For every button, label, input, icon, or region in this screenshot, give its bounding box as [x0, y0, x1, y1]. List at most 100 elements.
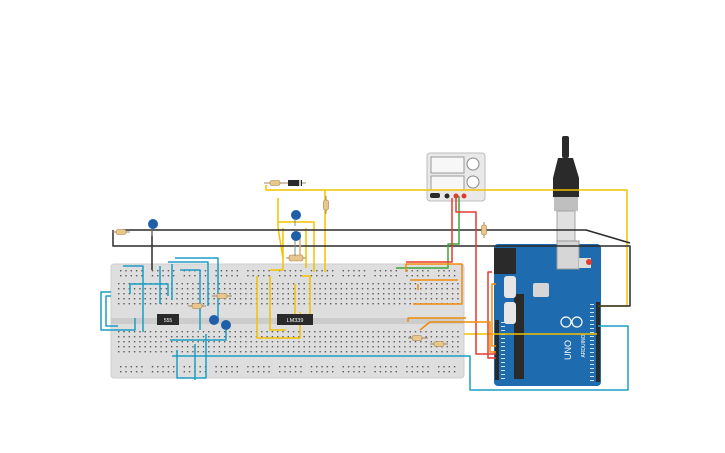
breadboard-hole[interactable]	[451, 331, 454, 333]
breadboard-hole[interactable]	[446, 351, 448, 353]
breadboard-hole[interactable]	[197, 336, 199, 338]
breadboard-hole[interactable]	[330, 288, 332, 290]
breadboard-hole[interactable]	[208, 288, 210, 290]
breadboard-hole[interactable]	[197, 341, 199, 343]
breadboard-hole[interactable]	[441, 331, 443, 333]
breadboard-hole[interactable]	[149, 298, 152, 300]
breadboard-hole[interactable]	[133, 293, 136, 295]
breadboard-hole[interactable]	[186, 331, 189, 333]
breadboard-hole[interactable]	[287, 293, 289, 295]
breadboard-hole[interactable]	[229, 351, 231, 353]
breadboard-hole[interactable]	[144, 341, 146, 343]
breadboard-hole[interactable]	[160, 351, 162, 353]
resistor-icon[interactable]	[212, 293, 232, 299]
breadboard-hole[interactable]	[324, 346, 327, 348]
breadboard-hole[interactable]	[451, 351, 454, 353]
breadboard-hole[interactable]	[324, 288, 327, 290]
ic-lm339[interactable]: LM339	[277, 314, 313, 325]
breadboard-hole[interactable]	[229, 298, 231, 300]
breadboard-hole[interactable]	[213, 341, 215, 343]
breadboard-hole[interactable]	[282, 283, 284, 285]
breadboard-hole[interactable]	[430, 351, 433, 353]
breadboard-hole[interactable]	[279, 366, 281, 368]
breadboard-hole[interactable]	[345, 293, 348, 295]
breadboard-hole[interactable]	[181, 331, 183, 333]
breadboard-hole[interactable]	[372, 283, 374, 285]
breadboard-hole[interactable]	[151, 366, 154, 368]
breadboard-hole[interactable]	[231, 366, 233, 368]
breadboard-hole[interactable]	[226, 371, 228, 373]
breadboard-hole[interactable]	[186, 283, 189, 285]
breadboard-hole[interactable]	[123, 341, 125, 343]
breadboard-hole[interactable]	[160, 293, 162, 295]
breadboard-hole[interactable]	[298, 288, 300, 290]
breadboard-hole[interactable]	[215, 371, 217, 373]
breadboard-hole[interactable]	[218, 303, 221, 305]
breadboard-hole[interactable]	[192, 346, 194, 348]
breadboard-hole[interactable]	[245, 298, 247, 300]
breadboard-hole[interactable]	[268, 366, 270, 368]
breadboard-hole[interactable]	[377, 288, 380, 290]
breadboard-hole[interactable]	[457, 336, 459, 338]
breadboard-hole[interactable]	[383, 341, 385, 343]
ic-555[interactable]: 555	[157, 314, 179, 325]
breadboard-hole[interactable]	[430, 341, 433, 343]
breadboard-hole[interactable]	[173, 371, 175, 373]
breadboard-hole[interactable]	[398, 288, 401, 290]
breadboard-hole[interactable]	[436, 283, 438, 285]
breadboard-hole[interactable]	[165, 293, 168, 295]
breadboard-hole[interactable]	[335, 288, 337, 290]
breadboard-hole[interactable]	[414, 331, 417, 333]
breadboard-hole[interactable]	[319, 351, 321, 353]
breadboard-hole[interactable]	[319, 288, 321, 290]
breadboard-hole[interactable]	[314, 341, 316, 343]
breadboard-hole[interactable]	[287, 351, 289, 353]
breadboard-hole[interactable]	[155, 341, 157, 343]
breadboard-hole[interactable]	[420, 293, 422, 295]
breadboard-hole[interactable]	[284, 371, 286, 373]
breadboard-hole[interactable]	[351, 283, 353, 285]
breadboard-hole[interactable]	[239, 298, 242, 300]
breadboard-hole[interactable]	[135, 275, 138, 277]
breadboard-hole[interactable]	[266, 331, 268, 333]
breadboard-hole[interactable]	[436, 351, 438, 353]
breadboard-hole[interactable]	[361, 336, 364, 338]
breadboard-hole[interactable]	[292, 283, 295, 285]
breadboard-hole[interactable]	[294, 270, 297, 272]
breadboard-hole[interactable]	[356, 346, 358, 348]
breadboard-hole[interactable]	[427, 366, 429, 368]
breadboard-hole[interactable]	[247, 270, 249, 272]
breadboard-hole[interactable]	[367, 303, 369, 305]
breadboard-hole[interactable]	[377, 346, 380, 348]
breadboard-hole[interactable]	[310, 270, 313, 272]
breadboard-hole[interactable]	[303, 303, 305, 305]
breadboard-hole[interactable]	[345, 351, 348, 353]
breadboard-hole[interactable]	[388, 293, 390, 295]
breadboard-hole[interactable]	[330, 303, 332, 305]
breadboard-hole[interactable]	[335, 346, 337, 348]
resistor-icon[interactable]	[188, 303, 206, 309]
breadboard-hole[interactable]	[213, 336, 215, 338]
breadboard-hole[interactable]	[279, 275, 281, 277]
breadboard-hole[interactable]	[245, 293, 247, 295]
breadboard-hole[interactable]	[239, 288, 242, 290]
breadboard-hole[interactable]	[388, 288, 390, 290]
breadboard-hole[interactable]	[416, 371, 419, 373]
breadboard-hole[interactable]	[398, 351, 401, 353]
breadboard-hole[interactable]	[379, 275, 382, 277]
breadboard-hole[interactable]	[294, 366, 297, 368]
breadboard-hole[interactable]	[155, 331, 157, 333]
breadboard-hole[interactable]	[340, 288, 342, 290]
breadboard-hole[interactable]	[268, 371, 270, 373]
breadboard-hole[interactable]	[144, 298, 146, 300]
breadboard-hole[interactable]	[377, 293, 380, 295]
resistor-icon[interactable]	[112, 229, 130, 235]
breadboard-hole[interactable]	[234, 303, 236, 305]
breadboard-hole[interactable]	[363, 366, 366, 368]
breadboard-hole[interactable]	[247, 371, 249, 373]
breadboard-hole[interactable]	[197, 351, 199, 353]
breadboard-hole[interactable]	[215, 270, 217, 272]
breadboard-hole[interactable]	[441, 293, 443, 295]
breadboard-hole[interactable]	[404, 351, 406, 353]
breadboard-hole[interactable]	[345, 341, 348, 343]
